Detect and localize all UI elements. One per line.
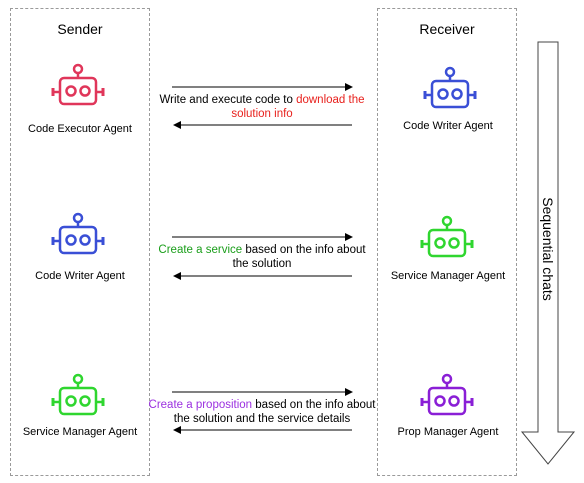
- message-highlight: download the solution info: [231, 94, 365, 120]
- message-text-plain: Write and execute code to: [159, 94, 297, 106]
- robot-icon: [51, 373, 105, 419]
- message-text: Create a proposition based on the info a…: [148, 398, 376, 426]
- robot-icon: [51, 63, 105, 109]
- receiver-agent-label: Prop Manager Agent: [397, 426, 499, 438]
- sequence-arrow: [520, 41, 576, 465]
- message-highlight: Create a service: [158, 244, 243, 256]
- sender-title: Sender: [57, 21, 103, 37]
- message-text: Create a service based on the info about…: [152, 243, 372, 271]
- sender-agent-label: Code Writer Agent: [35, 270, 125, 282]
- sender-agent-label: Code Executor Agent: [28, 123, 132, 135]
- message-text-plain: based on the info about the solution: [232, 244, 366, 270]
- message-highlight: Create a proposition: [148, 399, 253, 411]
- receiver-agent-label: Code Writer Agent: [403, 120, 493, 132]
- receiver-title: Receiver: [419, 21, 475, 37]
- receiver-column: [377, 8, 517, 476]
- sender-agent-label: Service Manager Agent: [22, 426, 138, 438]
- sequence-label: Sequential chats: [540, 197, 556, 301]
- message-text-plain: based on the info about the solution and…: [173, 399, 376, 425]
- message-text: Write and execute code to download the s…: [152, 93, 372, 121]
- robot-icon: [423, 66, 477, 112]
- robot-icon: [51, 212, 105, 258]
- robot-icon: [420, 215, 474, 261]
- sender-column: [10, 8, 150, 476]
- robot-icon: [420, 373, 474, 419]
- receiver-agent-label: Service Manager Agent: [390, 270, 506, 282]
